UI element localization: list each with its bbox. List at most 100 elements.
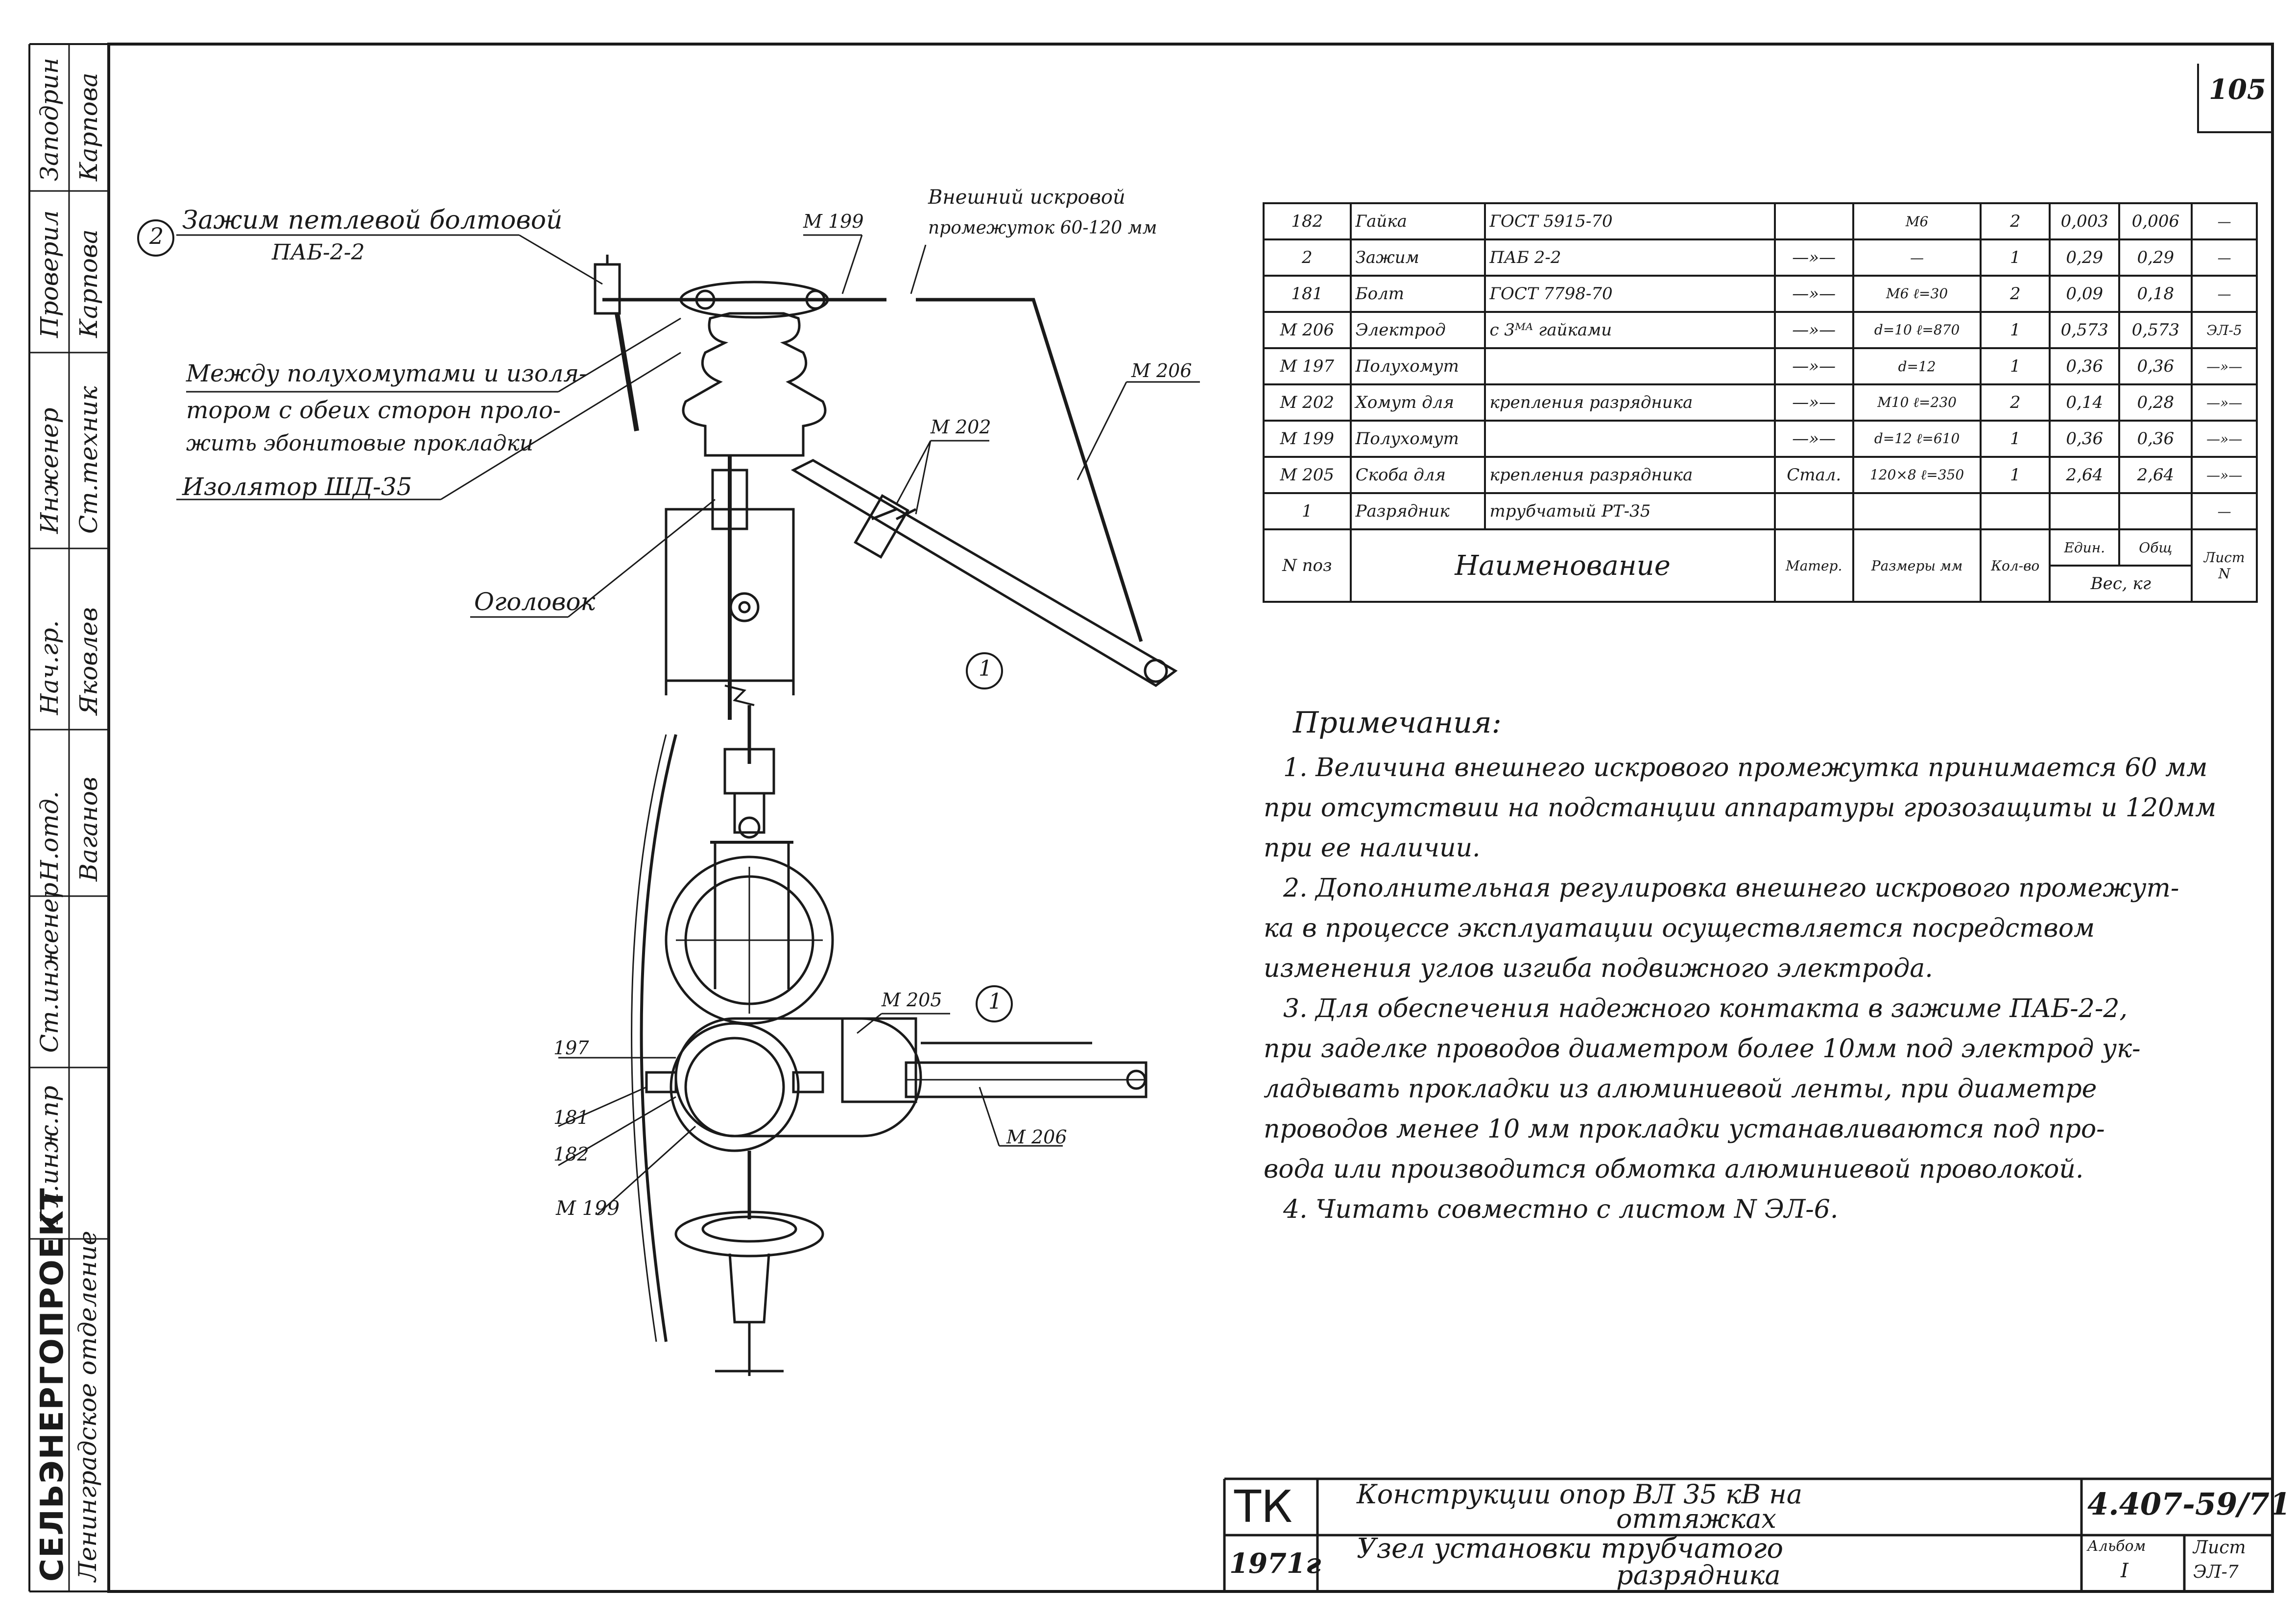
spec-cell: крепления разрядника <box>1483 456 1776 494</box>
lower-assembly <box>631 705 1148 1376</box>
spec-cell: 0,09 <box>2049 275 2121 313</box>
note-line: при отсутствии на подстанции аппаратуры … <box>1264 793 2217 823</box>
spec-cell: М10 ℓ=230 <box>1852 383 1982 422</box>
spec-cell: —»— <box>2191 420 2258 458</box>
note-line: 2. Дополнительная регулировка внешнего и… <box>1283 874 2179 903</box>
label-197: 197 <box>553 1037 589 1059</box>
spec-cell: 2,64 <box>2118 456 2193 494</box>
spec-cell: 120×8 ℓ=350 <box>1852 456 1982 494</box>
spec-cell: 0,573 <box>2118 311 2193 349</box>
header-sizes: Размеры мм <box>1852 528 1982 603</box>
spec-cell: Скоба для <box>1349 456 1486 494</box>
label-spark-gap-2: промежуток 60-120 мм <box>928 218 1157 238</box>
header-qty: Кол-во <box>1980 528 2051 603</box>
spec-cell: 2 <box>1980 202 2051 240</box>
label-m202: М 202 <box>931 416 991 438</box>
stamp-year: 1971г <box>1229 1547 1321 1580</box>
spec-cell: 0,28 <box>2118 383 2193 422</box>
stamp-title-1: Конструкции опор ВЛ 35 кВ на <box>1357 1479 1803 1510</box>
spec-cell: 181 <box>1263 275 1352 313</box>
spec-cell: Полухомут <box>1349 347 1486 385</box>
spec-cell: —»— <box>1773 311 1854 349</box>
label-pole-head: Оголовок <box>474 588 596 616</box>
spec-cell: 1 <box>1263 492 1352 530</box>
note-line: 3. Для обеспечения надежного контакта в … <box>1283 994 2128 1023</box>
spec-cell: —»— <box>1773 275 1854 313</box>
spec-cell: 2 <box>1980 383 2051 422</box>
notes-lines: 1. Величина внешнего искрового промежутк… <box>1264 748 2233 1230</box>
note-line: ладывать прокладки из алюминиевой ленты,… <box>1264 1074 2097 1104</box>
side-role: Заподрин <box>35 57 64 181</box>
spec-cell: 1 <box>1980 347 2051 385</box>
specification-header: N поз Наименование Матер. Размеры мм Кол… <box>1263 528 2258 603</box>
spec-cell: 0,573 <box>2049 311 2121 349</box>
stamp-sheet-label: Лист <box>2193 1538 2246 1558</box>
spec-cell: трубчатый РТ-35 <box>1483 492 1776 530</box>
label-181: 181 <box>553 1107 589 1128</box>
label-clamp-title: Зажим петлевой болтовой <box>182 206 563 235</box>
callout-1-upper: 1 <box>979 656 992 681</box>
spec-cell: d=12 <box>1852 347 1982 385</box>
spec-cell: d=10 ℓ=870 <box>1852 311 1982 349</box>
label-m206-top: М 206 <box>1131 360 1192 381</box>
header-total: Общ <box>2118 528 2193 567</box>
note-line: изменения углов изгиба подвижного электр… <box>1264 954 1933 983</box>
spec-cell: 2 <box>1980 275 2051 313</box>
spec-cell: —»— <box>2191 383 2258 422</box>
spec-cell: 0,36 <box>2049 347 2121 385</box>
side-name: Карпова <box>74 72 103 181</box>
pipe-section <box>670 1022 800 1152</box>
note-line: проводов менее 10 мм прокладки устанавли… <box>1264 1115 2105 1144</box>
header-sheet: Лист N <box>2191 528 2258 603</box>
label-between-3: жить эбонитовые прокладки <box>186 431 534 456</box>
spec-cell: — <box>1852 238 1982 277</box>
spec-cell: — <box>2191 492 2258 530</box>
spec-cell <box>1852 492 1982 530</box>
spec-cell: ГОСТ 7798-70 <box>1483 275 1776 313</box>
header-name: Наименование <box>1349 528 1776 603</box>
callout-circles <box>137 219 1013 1022</box>
spec-cell: Разрядник <box>1349 492 1486 530</box>
spec-cell: М 199 <box>1263 420 1352 458</box>
side-role: Н.отд. <box>35 791 64 881</box>
spec-cell: Гайка <box>1349 202 1486 240</box>
stamp-title-2: оттяжках <box>1616 1503 1776 1534</box>
spec-cell: Зажим <box>1349 238 1486 277</box>
spec-cell <box>1773 492 1854 530</box>
spec-cell <box>2049 492 2121 530</box>
spec-cell: 182 <box>1263 202 1352 240</box>
note-line: ка в процессе эксплуатации осуществляетс… <box>1264 914 2095 943</box>
label-insulator: Изолятор ШД-35 <box>182 473 412 501</box>
spec-cell <box>1773 202 1854 240</box>
sheet-frame <box>28 43 2274 1593</box>
side-name: Ваганов <box>74 777 103 881</box>
spec-cell: 1 <box>1980 456 2051 494</box>
spec-cell: ГОСТ 5915-70 <box>1483 202 1776 240</box>
header-pos: N поз <box>1263 528 1352 603</box>
sheet-number: 105 <box>2209 73 2266 106</box>
arrester-tube-lower <box>905 1061 1148 1098</box>
label-m199-top: М 199 <box>803 211 864 232</box>
spec-cell: ПАБ 2-2 <box>1483 238 1776 277</box>
note-line: 4. Читать совместно с листом N ЭЛ-6. <box>1283 1195 1839 1224</box>
spec-cell: — <box>2191 275 2258 313</box>
note-line: при заделке проводов диаметром более 10м… <box>1264 1034 2141 1064</box>
spec-cell: 0,36 <box>2049 420 2121 458</box>
spec-cell: 0,18 <box>2118 275 2193 313</box>
stamp-tk: ТК <box>1234 1481 1292 1533</box>
spec-cell: 1 <box>1980 311 2051 349</box>
side-name: Ст.техник <box>74 386 103 534</box>
label-clamp-type: ПАБ-2-2 <box>272 240 365 265</box>
label-between-1: Между полухомутами и изоля- <box>186 360 587 387</box>
spec-cell: —»— <box>1773 420 1854 458</box>
spec-cell: ЭЛ-5 <box>2191 311 2258 349</box>
leader-lines <box>176 234 1200 1215</box>
side-org: СЕЛЬЭНЕРГОПРОЕКТ <box>34 1187 71 1582</box>
arrester-tube-upper <box>790 459 1178 688</box>
